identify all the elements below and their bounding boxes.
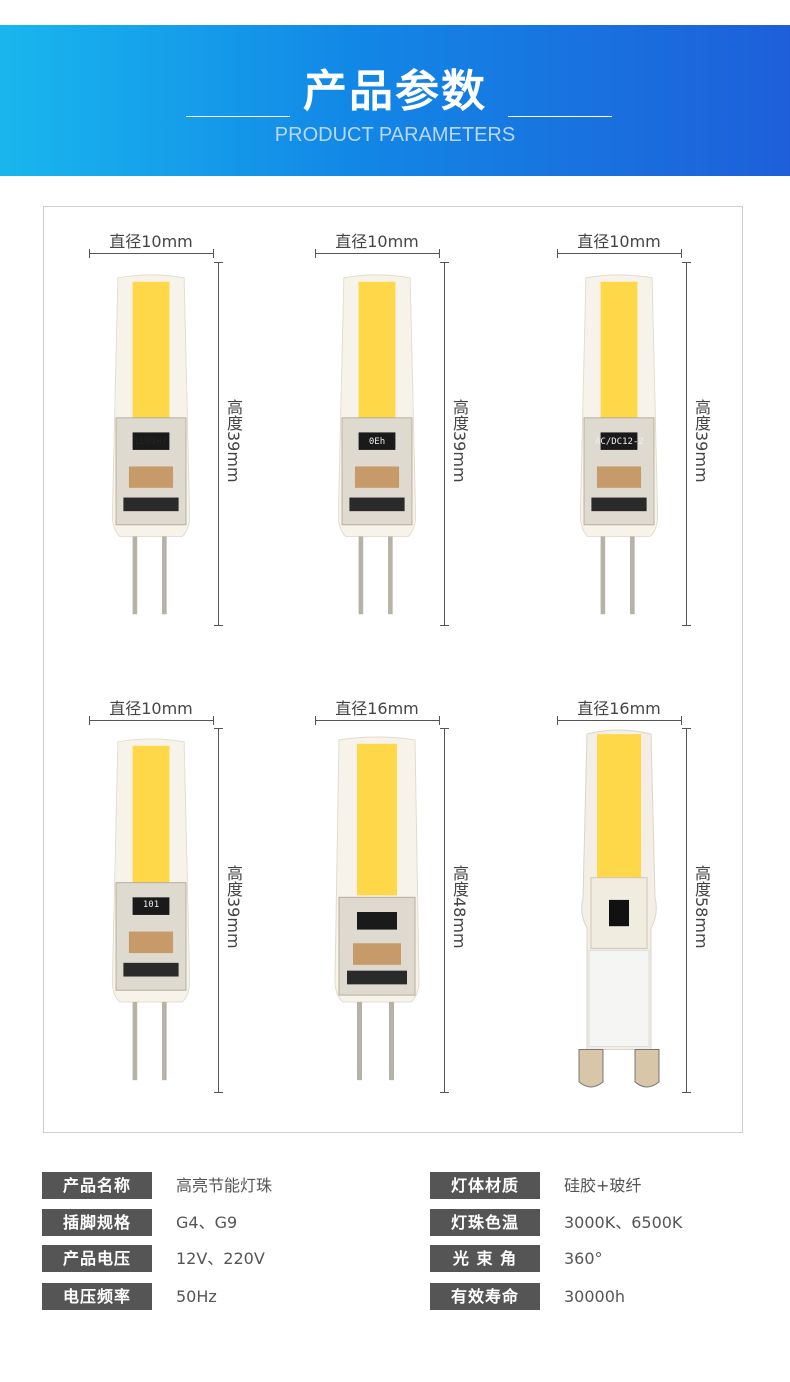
diameter-line-cap — [439, 249, 440, 258]
pcb-print-text: 0Eh — [368, 437, 386, 448]
g4-bulb-icon — [334, 736, 420, 1081]
height-line-cap — [440, 1092, 449, 1093]
height-line — [218, 262, 219, 625]
height-line-cap — [214, 1092, 223, 1093]
g4-bulb-icon — [111, 274, 191, 615]
g4-bulb-icon — [579, 274, 659, 615]
diameter-line-cap — [315, 716, 316, 725]
spec-value: 50Hz — [176, 1287, 217, 1306]
height-line — [444, 262, 445, 625]
spec-label: 插脚规格 — [42, 1209, 152, 1236]
height-line-cap — [682, 1092, 691, 1093]
diameter-line-cap — [89, 249, 90, 258]
product-gallery — [43, 206, 743, 1133]
spec-label: 产品名称 — [42, 1172, 152, 1199]
diameter-label: 直径10mm — [577, 232, 661, 251]
spec-label: 光 束 角 — [430, 1245, 540, 1272]
diameter-line-cap — [681, 249, 682, 258]
diameter-line — [315, 253, 439, 254]
height-line — [686, 262, 687, 625]
height-label: 高度48mm — [450, 865, 469, 949]
diameter-label: 直径10mm — [335, 232, 419, 251]
height-label: 高度39mm — [224, 399, 243, 483]
pcb-print-text: 101 — [142, 900, 160, 911]
diameter-line — [315, 720, 439, 721]
height-line-cap — [440, 262, 449, 263]
spec-value: 硅胶+玻纤 — [564, 1176, 642, 1195]
height-line — [444, 728, 445, 1092]
spec-value: 12V、220V — [176, 1249, 265, 1268]
diameter-line-cap — [213, 249, 214, 258]
spec-label: 灯体材质 — [430, 1172, 540, 1199]
diameter-line — [89, 253, 213, 254]
spec-value: 高亮节能灯珠 — [176, 1176, 273, 1195]
title-divider-left — [186, 116, 290, 117]
diameter-line-cap — [557, 249, 558, 258]
diameter-line-cap — [681, 716, 682, 725]
height-label: 高度58mm — [692, 865, 711, 949]
page-title: 产品参数 — [303, 66, 487, 117]
diameter-label: 直径16mm — [577, 699, 661, 718]
diameter-line — [557, 720, 681, 721]
diameter-line-cap — [439, 716, 440, 725]
diameter-label: 直径10mm — [109, 232, 193, 251]
height-label: 高度39mm — [692, 399, 711, 483]
spec-value: G4、G9 — [176, 1213, 238, 1232]
height-line-cap — [682, 728, 691, 729]
diameter-line-cap — [213, 716, 214, 725]
height-line-cap — [214, 625, 223, 626]
height-line-cap — [214, 728, 223, 729]
diameter-line — [557, 253, 681, 254]
spec-value: 3000K、6500K — [564, 1213, 683, 1232]
diameter-line-cap — [557, 716, 558, 725]
g4-bulb-icon — [111, 738, 191, 1081]
height-line — [686, 728, 687, 1092]
spec-value: 30000h — [564, 1287, 626, 1306]
title-divider-right — [508, 116, 612, 117]
g4-bulb-icon — [337, 274, 417, 615]
spec-label: 有效寿命 — [430, 1283, 540, 1310]
diameter-line-cap — [89, 716, 90, 725]
spec-label: 灯珠色温 — [430, 1209, 540, 1236]
spec-label: 电压频率 — [42, 1283, 152, 1310]
height-line-cap — [214, 262, 223, 263]
header-banner — [0, 25, 790, 176]
height-label: 高度39mm — [450, 399, 469, 483]
g9-bulb-icon — [578, 729, 660, 1088]
height-line-cap — [440, 625, 449, 626]
pcb-print-text: AC/DC12-24V — [595, 437, 643, 448]
diameter-label: 直径16mm — [335, 699, 419, 718]
spec-label: 产品电压 — [42, 1245, 152, 1272]
pcb-print-text: LEHIHT — [134, 437, 168, 448]
diameter-line — [89, 720, 213, 721]
spec-value: 360° — [564, 1249, 603, 1268]
diameter-label: 直径10mm — [109, 699, 193, 718]
page-subtitle: PRODUCT PARAMETERS — [274, 124, 516, 146]
height-line-cap — [440, 728, 449, 729]
height-label: 高度39mm — [224, 865, 243, 949]
height-line — [218, 728, 219, 1092]
height-line-cap — [682, 625, 691, 626]
diameter-line-cap — [315, 249, 316, 258]
height-line-cap — [682, 262, 691, 263]
